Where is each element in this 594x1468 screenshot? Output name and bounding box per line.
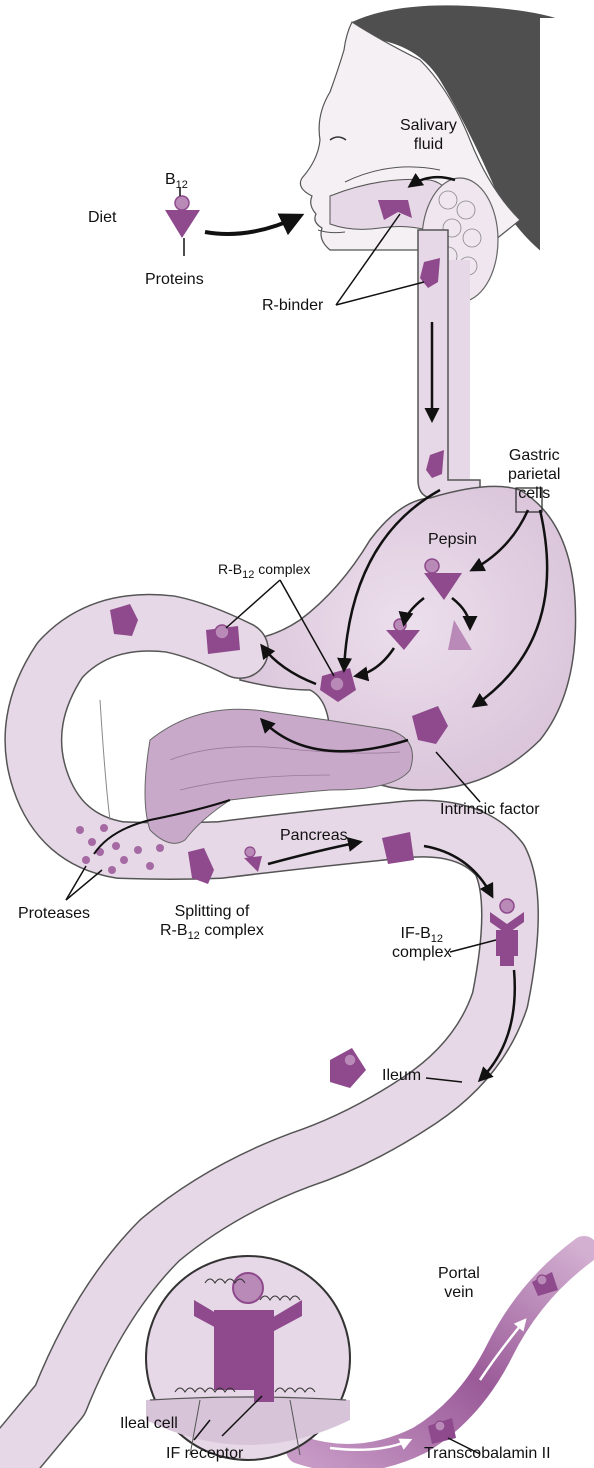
proteins-label: Proteins bbox=[145, 270, 204, 289]
ileal-cell-label: Ileal cell bbox=[120, 1414, 178, 1433]
diet-label: Diet bbox=[88, 208, 116, 227]
gastric-parietal-cells-label: Gastric parietal cells bbox=[508, 446, 560, 503]
diet-b12-protein bbox=[165, 196, 200, 238]
salivary-fluid-label: Salivary fluid bbox=[400, 116, 457, 154]
proteases-label: Proteases bbox=[18, 904, 90, 923]
if-receptor-label: IF receptor bbox=[166, 1444, 243, 1463]
intrinsic-factor-label: Intrinsic factor bbox=[440, 800, 540, 819]
portal-vein-label: Portal vein bbox=[438, 1264, 480, 1302]
pancreas-label: Pancreas bbox=[280, 826, 348, 845]
b12-label: B12 bbox=[165, 170, 188, 189]
ileum-label: Ileum bbox=[382, 1066, 421, 1085]
r-b12-complex-label: R-B12 complex bbox=[218, 560, 310, 579]
splitting-label: Splitting of R-B12 complex bbox=[160, 902, 264, 940]
if-b12-complex-label: IF-B12 complex bbox=[392, 924, 452, 962]
transcobalamin-label: Transcobalamin II bbox=[424, 1444, 551, 1463]
pepsin-label: Pepsin bbox=[428, 530, 477, 549]
ileum-molecule bbox=[330, 1048, 366, 1088]
r-binder-label: R-binder bbox=[262, 296, 323, 315]
